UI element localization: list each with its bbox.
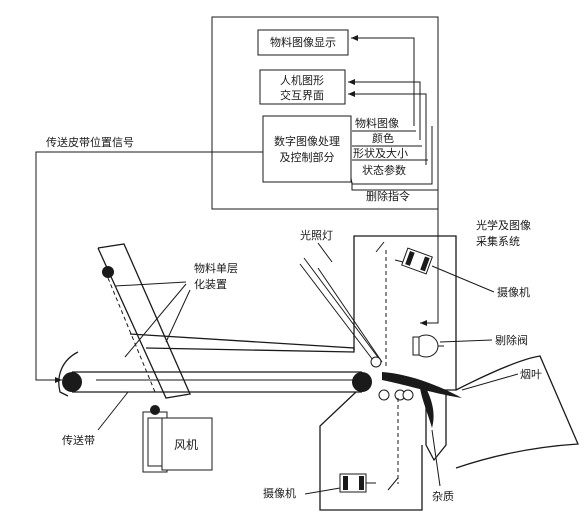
impurity-leader [431, 429, 441, 487]
arrow-to-display [351, 35, 415, 126]
layering-leader-2 [124, 283, 187, 358]
layering-plate [129, 333, 355, 353]
layering-device-label-line2: 化装置 [194, 277, 227, 291]
param-material-image: 物料图像 [355, 116, 399, 130]
layering-arm-pivot [102, 266, 114, 278]
tobacco-leaf [382, 372, 462, 398]
image-processing-label-line2: 及控制部分 [280, 150, 335, 164]
material-image-display-label: 物料图像显示 [270, 35, 336, 49]
lamp-beam-1 [299, 263, 377, 365]
guide-roller-4 [402, 389, 414, 401]
param-state: 状态参数 [362, 163, 406, 177]
conveyor-belt-leader [97, 391, 129, 431]
param-color: 颜色 [372, 131, 394, 145]
delete-command-label: 删除指令 [366, 189, 410, 203]
camera-bottom-mirror [387, 477, 399, 491]
output-parameters: 物料图像 颜色 形状及大小 状态参数 [350, 116, 433, 185]
image-processing-box: 数字图像处理 及控制部分 [262, 115, 352, 183]
belt-roller-right [352, 372, 372, 392]
delete-command-line [351, 182, 439, 326]
optical-system-title-line1: 光学及图像 [476, 218, 531, 232]
impurity-label: 杂质 [432, 490, 454, 503]
reject-valve-leader [439, 339, 493, 343]
camera-top-leader [431, 265, 495, 293]
belt-end-guard [58, 351, 79, 397]
lamp-label: 光照灯 [300, 228, 333, 242]
layering-arm [97, 243, 191, 399]
camera-top-label: 摄像机 [497, 285, 530, 299]
layering-leader-3 [165, 289, 191, 343]
arrow-to-hmi-2 [348, 91, 427, 165]
belt-position-signal-label: 传送皮带位置信号 [46, 135, 134, 149]
conveyor-belt-label: 传送带 [62, 433, 95, 447]
camera-top [401, 247, 433, 275]
arrow-to-hmi-1 [348, 79, 421, 140]
layering-device-label-line1: 物料单层 [194, 261, 238, 275]
guide-roller-2 [378, 389, 390, 401]
hmi-label-line2: 交互界面 [280, 88, 324, 102]
guide-roller-1 [370, 356, 382, 368]
lamp-beam-3 [317, 267, 383, 363]
camera-bottom-leader [304, 487, 341, 495]
fan-label: 风机 [174, 438, 198, 452]
camera-top-lens-line [394, 259, 404, 263]
impurity [420, 388, 434, 428]
hmi-label-line1: 人机图形 [280, 73, 324, 87]
good-product-chute [455, 355, 579, 469]
optical-system-title-line2: 采集系统 [476, 234, 520, 248]
reject-valve-label: 剔除阀 [495, 333, 528, 347]
image-processing-label-line1: 数字图像处理 [274, 134, 340, 148]
lower-chute [319, 391, 423, 511]
belt-roller-left [62, 372, 82, 392]
hmi-box: 人机图形 交互界面 [259, 69, 346, 105]
tobacco-leaf-leader [461, 373, 519, 391]
tobacco-leaf-label: 烟叶 [520, 367, 542, 381]
control-cabinet [211, 16, 439, 210]
lamp-beam-2 [303, 257, 381, 361]
param-shape-size: 形状及大小 [353, 146, 408, 160]
camera-bottom [339, 473, 376, 493]
camera-bottom-label: 摄像机 [263, 486, 296, 500]
layering-leader-1 [114, 281, 187, 287]
lamp-leader [317, 242, 333, 263]
camera-top-mirror [375, 241, 385, 253]
reject-valve [412, 334, 444, 358]
belt-position-signal-line [35, 151, 263, 383]
material-image-display-box: 物料图像显示 [257, 29, 349, 56]
fan-unit [142, 405, 213, 473]
